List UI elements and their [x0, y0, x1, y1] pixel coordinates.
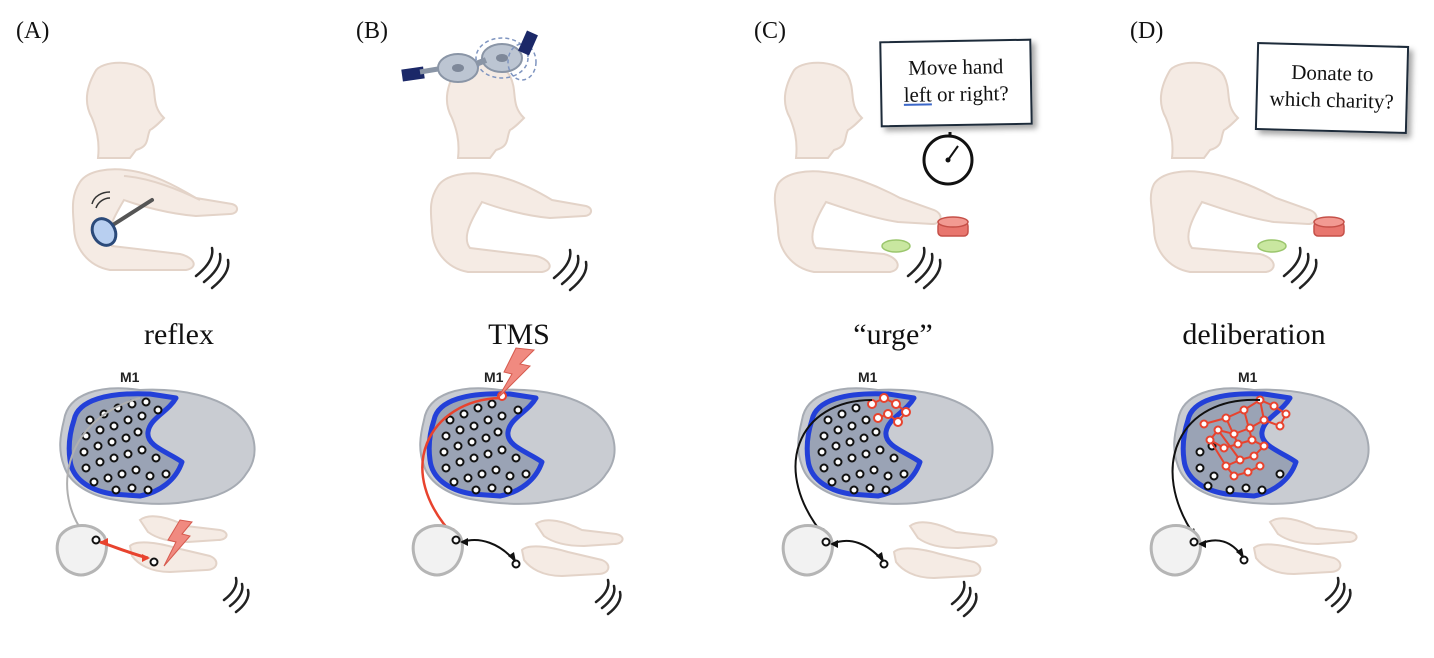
neuron-dots [439, 399, 531, 495]
question-line-2-rest: or right? [931, 81, 1009, 107]
brain-figure [1173, 387, 1370, 505]
corticospinal-pathway [66, 397, 141, 541]
panel-b-figure: M1 [401, 30, 624, 616]
question-sign: Move hand left or right? [879, 38, 1033, 128]
person-figure [429, 61, 592, 273]
active-neuron-cluster [867, 393, 911, 427]
stopwatch-icon [922, 132, 974, 186]
panel-letter: (D) [1130, 18, 1164, 44]
m1-label: M1 [484, 369, 504, 385]
motion-lines-icon [222, 576, 250, 614]
motion-lines-icon [194, 246, 230, 290]
motion-lines-icon [552, 248, 588, 292]
brain-figure [59, 387, 256, 505]
panel-letter: (B) [356, 18, 388, 44]
motion-lines-icon [906, 246, 942, 290]
corticospinal-pathway [794, 399, 873, 539]
panel-caption: reflex [144, 318, 214, 351]
neuron-dots [817, 403, 909, 495]
lower-arm-figure [879, 521, 998, 580]
panel-d-figure: M1 [1149, 61, 1370, 614]
brain-figure [797, 387, 994, 505]
corticospinal-pathway [1171, 398, 1261, 539]
spinal-cord-icon [781, 524, 834, 577]
m1-label: M1 [1238, 369, 1258, 385]
lower-arm-figure [511, 519, 624, 578]
spinal-cord-icon [1149, 524, 1202, 577]
response-button-green [1257, 239, 1287, 253]
panel-caption: deliberation [1182, 318, 1326, 351]
arrow-head [142, 554, 150, 562]
spinal-cord-icon [55, 524, 108, 577]
reflex-arc [831, 539, 883, 561]
panel-d: (D) [1114, 0, 1434, 658]
lower-arm-figure [1239, 517, 1358, 576]
spinal-cord-icon [411, 524, 464, 577]
m1-label: M1 [858, 369, 878, 385]
panel-a: (A) [0, 0, 358, 658]
reflex-arc [461, 539, 515, 561]
question-line-2: left or right? [882, 80, 1030, 110]
lightning-bolt-icon [163, 519, 193, 567]
arrow-head [1236, 548, 1244, 558]
active-neurons [1199, 395, 1291, 481]
lightning-bolt-icon [497, 347, 536, 399]
reflex-arc [1199, 539, 1243, 557]
arrow-head [1198, 540, 1206, 548]
motion-lines-icon [950, 580, 978, 618]
question-underlined-word: left [903, 82, 932, 108]
panel-a-figure: M1 [55, 61, 256, 614]
panel-caption: “urge” [853, 318, 933, 351]
arrow-head [460, 538, 468, 546]
tms-coil-icon [401, 30, 538, 83]
response-button-red [937, 216, 969, 237]
arrow-head [876, 552, 884, 562]
panel-c: (C) [738, 0, 1096, 658]
response-button-green [881, 239, 911, 253]
arrow-head [830, 540, 838, 548]
question-line-1: Move hand [907, 54, 1004, 80]
panel-c-figure: M1 [773, 61, 998, 618]
arrow-head [100, 538, 108, 546]
motion-lines-icon [1282, 246, 1318, 290]
person-figure [1149, 61, 1318, 273]
panel-letter: (A) [16, 18, 50, 44]
arrow-head [508, 552, 516, 562]
m1-label: M1 [120, 369, 140, 385]
brain-figure [419, 387, 616, 505]
question-line-2: which charity? [1269, 86, 1395, 114]
question-line-1: Donate to [1290, 59, 1374, 87]
response-button-red [1313, 216, 1345, 237]
panel-b: (B) [340, 0, 698, 658]
person-figure [773, 61, 942, 273]
motion-lines-icon [594, 578, 622, 616]
question-sign: Donate to which charity? [1254, 42, 1410, 134]
motion-lines-icon [1324, 576, 1352, 614]
person-figure [71, 61, 238, 271]
corticospinal-pathway [421, 396, 501, 539]
panel-caption: TMS [488, 318, 550, 351]
reflex-hammer-icon [90, 191, 154, 247]
panel-letter: (C) [754, 18, 786, 44]
